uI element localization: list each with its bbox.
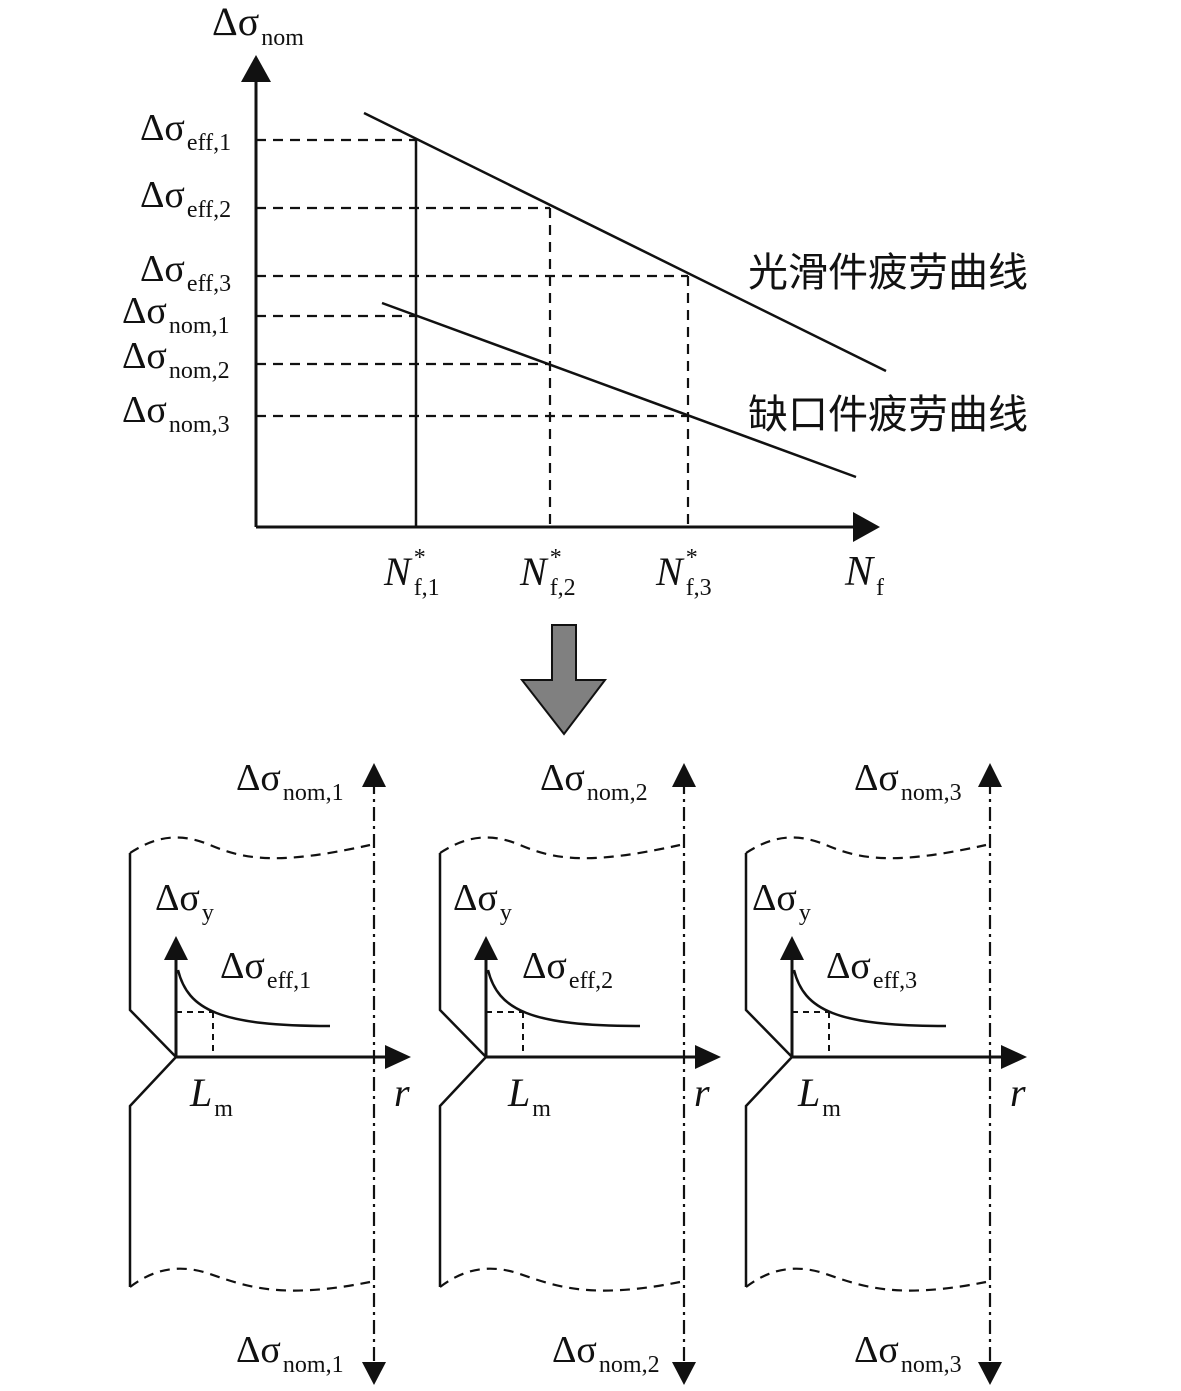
notched-fatigue-curve — [381, 301, 857, 479]
notched-curve-label: 缺口件疲劳曲线 — [748, 392, 1028, 438]
break-line-top — [745, 836, 987, 860]
top-load-arrowhead — [362, 763, 386, 787]
stress-axis-arrowhead — [164, 936, 188, 960]
top-load-label: Δσnom,2 — [540, 757, 648, 806]
smooth-curve-label: 光滑件疲劳曲线 — [748, 250, 1028, 296]
y-axis-title: Δσnom — [212, 0, 304, 51]
stress-axis-label: Δσy — [453, 877, 512, 926]
x-axis-arrowhead — [853, 512, 880, 542]
x-tick-2: N*f,2 — [519, 545, 576, 601]
y-tick-eff-2: Δσeff,2 — [140, 174, 231, 223]
stress-distribution-curve — [486, 969, 641, 1028]
bottom-load-arrowhead — [362, 1362, 386, 1385]
r-axis-arrowhead — [385, 1045, 411, 1069]
y-tick-nom-1: Δσnom,1 — [122, 290, 230, 339]
top-load-label: Δσnom,3 — [854, 757, 962, 806]
bottom-load-label: Δσnom,2 — [552, 1329, 660, 1378]
bottom-load-label: Δσnom,1 — [236, 1329, 344, 1378]
eff-stress-label: Δσeff,1 — [220, 945, 311, 994]
eff-stress-label: Δσeff,2 — [522, 945, 613, 994]
stress-axis-label: Δσy — [155, 877, 214, 926]
specimen-panel-3: Δσnom,3 Δσnom,3 Δσy Δσeff,3 Lm r — [744, 757, 1027, 1385]
y-tick-eff-1: Δσeff,1 — [140, 107, 231, 156]
critical-length-label: Lm — [189, 1070, 233, 1122]
top-load-label: Δσnom,1 — [236, 757, 344, 806]
bottom-load-arrowhead — [978, 1362, 1002, 1385]
y-tick-eff-3: Δσeff,3 — [140, 248, 231, 297]
stress-axis-arrowhead — [474, 936, 498, 960]
x-tick-1: N*f,1 — [383, 545, 440, 601]
stress-axis-arrowhead — [780, 936, 804, 960]
r-axis-label: r — [694, 1070, 710, 1115]
break-line-top — [129, 836, 371, 860]
break-line-top — [439, 836, 681, 860]
stress-axis-label: Δσy — [752, 877, 811, 926]
down-arrow-icon — [519, 624, 608, 736]
critical-length-label: Lm — [797, 1070, 841, 1122]
r-axis-label: r — [394, 1070, 410, 1115]
critical-length-label: Lm — [507, 1070, 551, 1122]
stress-distribution-curve — [792, 969, 947, 1028]
smooth-fatigue-curve — [363, 111, 887, 373]
y-tick-nom-2: Δσnom,2 — [122, 335, 230, 384]
specimen-panel-2: Δσnom,2 Δσnom,2 Δσy Δσeff,2 Lm r — [438, 757, 721, 1385]
break-line-bottom — [745, 1267, 987, 1292]
bottom-load-label: Δσnom,3 — [854, 1329, 962, 1378]
r-axis-arrowhead — [1001, 1045, 1027, 1069]
eff-stress-label: Δσeff,3 — [826, 945, 917, 994]
break-line-bottom — [439, 1267, 681, 1292]
r-axis-arrowhead — [695, 1045, 721, 1069]
x-tick-3: N*f,3 — [655, 545, 712, 601]
top-load-arrowhead — [978, 763, 1002, 787]
y-tick-nom-3: Δσnom,3 — [122, 389, 230, 438]
bottom-load-arrowhead — [672, 1362, 696, 1385]
specimen-panel-1: Δσnom,1 Δσnom,1 Δσy Δσeff,1 Lm r — [128, 757, 411, 1385]
stress-distribution-curve — [176, 969, 331, 1028]
break-line-bottom — [129, 1267, 371, 1292]
r-axis-label: r — [1010, 1070, 1026, 1115]
top-load-arrowhead — [672, 763, 696, 787]
y-axis-arrowhead — [241, 55, 271, 82]
